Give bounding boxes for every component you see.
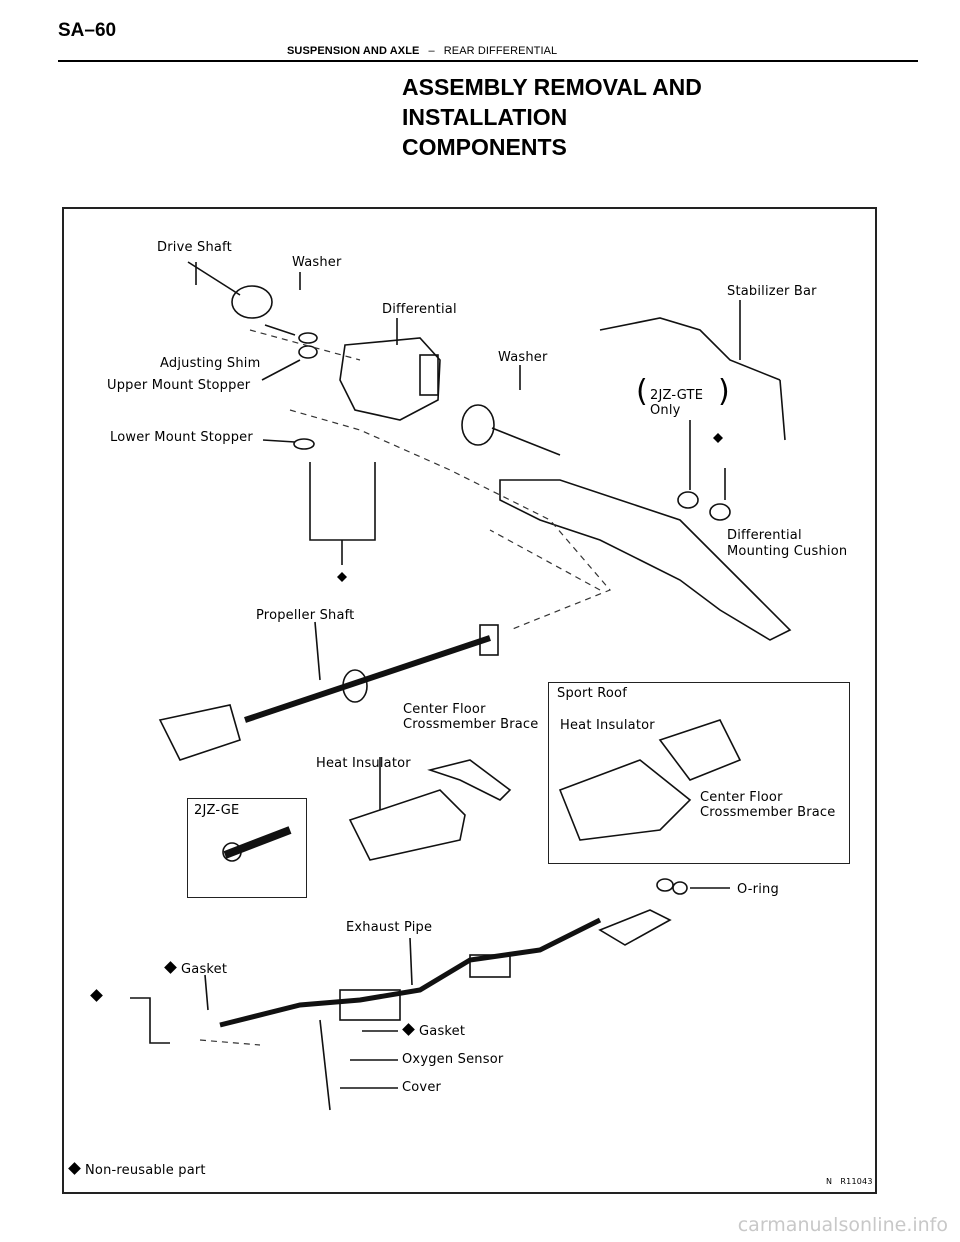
non-reusable-marker: [402, 1023, 415, 1036]
title-line-3: COMPONENTS: [402, 134, 567, 160]
differential-art: [339, 337, 441, 421]
center-brace-right-line-1: Center Floor: [700, 790, 783, 805]
page-number: SA–60: [58, 20, 117, 41]
label-heat-insulator-right: Heat Insulator: [560, 718, 655, 733]
label-sport-roof: Sport Roof: [557, 686, 627, 701]
label-diff-mounting-cushion: Differential Mounting Cushion: [727, 528, 847, 560]
legend-non-reusable: Non-reusable part: [68, 1162, 206, 1178]
label-2jz-ge: 2JZ-GE: [194, 803, 240, 818]
engine-note-line-2: Only: [650, 403, 681, 418]
header-rule: [58, 60, 918, 62]
marker-left-exhaust: [90, 989, 107, 1005]
non-reusable-marker: [68, 1162, 81, 1175]
label-o-ring: O-ring: [737, 882, 779, 897]
legend-text: Non-reusable part: [85, 1163, 206, 1178]
figure-code: N R11043: [826, 1177, 873, 1186]
diff-cushion-line-2: Mounting Cushion: [727, 544, 848, 559]
label-gasket-right: Gasket: [402, 1023, 466, 1039]
running-header: SUSPENSION AND AXLE–REAR DIFFERENTIAL: [287, 45, 557, 57]
label-lower-mount-stopper: Lower Mount Stopper: [110, 430, 253, 445]
label-heat-insulator-center: Heat Insulator: [316, 756, 411, 771]
non-reusable-marker: [164, 961, 177, 974]
label-drive-shaft: Drive Shaft: [157, 240, 232, 255]
center-brace-line-2: Crossmember Brace: [403, 717, 539, 732]
propeller-shaft-art: [244, 635, 491, 723]
title-line-2: INSTALLATION: [402, 104, 568, 130]
label-gasket-left: Gasket: [164, 961, 228, 977]
stabilizer-bar-art: [599, 317, 781, 381]
figure-code-text: R11043: [840, 1177, 873, 1186]
subsection-title: REAR DIFFERENTIAL: [443, 45, 558, 57]
gasket-left-text: Gasket: [181, 962, 228, 977]
label-adjusting-shim: Adjusting Shim: [160, 356, 261, 371]
figure-prefix: N: [826, 1177, 833, 1186]
label-exhaust-pipe: Exhaust Pipe: [346, 920, 433, 935]
watermark: carmanualsonline.info: [737, 1214, 948, 1236]
label-stabilizer-bar: Stabilizer Bar: [727, 284, 817, 299]
heat-insulator-art: [348, 789, 466, 861]
engine-2jz-ge-box: [187, 798, 307, 898]
subframe-art: [499, 479, 792, 641]
exhaust-pipe-art: [219, 917, 602, 1028]
title-line-1: ASSEMBLY REMOVAL AND: [402, 74, 702, 100]
components-diagram: [62, 207, 877, 1194]
label-washer-top: Washer: [292, 255, 342, 270]
non-reusable-marker: [90, 989, 103, 1002]
label-upper-mount-stopper: Upper Mount Stopper: [107, 378, 251, 393]
label-center-floor-brace: Center Floor Crossmember Brace: [403, 702, 538, 732]
page-title: ASSEMBLY REMOVAL AND INSTALLATION COMPON…: [402, 72, 702, 162]
gasket-right-text: Gasket: [419, 1024, 466, 1039]
diff-cushion-line-1: Differential: [727, 528, 802, 543]
center-brace-line-1: Center Floor: [403, 702, 486, 717]
header-separator: –: [428, 45, 435, 57]
sport-roof-box: [548, 682, 850, 864]
label-cover: Cover: [402, 1080, 442, 1095]
label-washer-right: Washer: [498, 350, 548, 365]
section-title: SUSPENSION AND AXLE: [287, 45, 420, 57]
engine-note-line-1: 2JZ-GTE: [650, 388, 704, 403]
label-center-floor-brace-right: Center Floor Crossmember Brace: [700, 790, 835, 820]
center-brace-right-line-2: Crossmember Brace: [700, 805, 836, 820]
label-propeller-shaft: Propeller Shaft: [256, 608, 355, 623]
label-engine-note: ( 2JZ-GTE Only ): [636, 374, 730, 419]
label-oxygen-sensor: Oxygen Sensor: [402, 1052, 504, 1067]
label-differential: Differential: [382, 302, 457, 317]
